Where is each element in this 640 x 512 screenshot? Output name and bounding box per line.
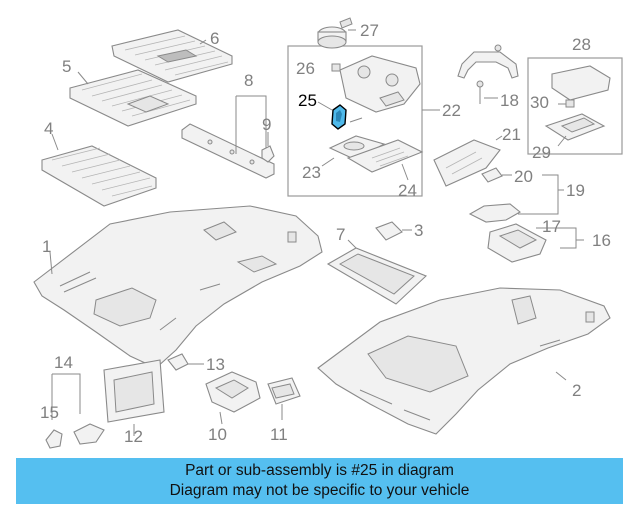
part-28-lamp [551,65,611,101]
part-21-bracket [433,139,501,187]
banner-line-1: Part or sub-assembly is #25 in diagram [185,462,454,479]
part-24-lens [346,139,424,173]
label-3: 3 [414,221,423,240]
label-21: 21 [502,125,521,144]
part-27-lamp [317,17,353,49]
label-10: 10 [208,425,227,444]
part-29-lens [544,113,606,141]
label-12: 12 [124,427,143,446]
label-13: 13 [206,355,225,374]
part-10-holder [205,371,261,413]
part-25-highlighted [331,104,347,130]
part-15-holder [45,429,63,449]
banner-line-2: Diagram may not be specific to your vehi… [169,482,470,499]
part-22-console [339,55,421,113]
part-23-lens [328,135,386,161]
part-13-clip [167,353,189,371]
label-20: 20 [514,167,533,186]
label-24: 24 [398,181,417,200]
label-2: 2 [572,381,581,400]
group-box-22 [287,45,423,197]
label-9: 9 [262,115,271,134]
label-27: 27 [360,21,379,40]
label-8: 8 [244,71,253,90]
part-7-frame [326,247,428,305]
label-15: 15 [40,403,59,422]
part-19-wire [468,203,521,223]
label-18: 18 [500,91,519,110]
label-5: 5 [62,57,71,76]
label-16: 16 [592,231,611,250]
part-5-pad [69,69,197,127]
group-box-28 [527,57,623,155]
part-26-bulb [331,63,341,72]
label-25: 25 [298,91,317,110]
label-30: 30 [530,93,549,112]
label-6: 6 [210,29,219,48]
part-1-headliner [33,205,323,369]
info-banner: Part or sub-assembly is #25 in diagram D… [16,458,623,504]
part-4-pad [41,145,157,207]
label-29: 29 [532,143,551,162]
label-1: 1 [42,237,51,256]
label-26: 26 [296,59,315,78]
label-17: 17 [542,217,561,236]
part-2-headliner [317,287,611,435]
part-14-holder [73,423,105,445]
part-18-grab-handle [457,44,519,104]
label-22: 22 [442,101,461,120]
part-20-clip [481,167,503,183]
part-8-rail [181,123,275,179]
label-23: 23 [302,163,321,182]
part-3-clip [375,221,403,241]
part-30-bulb [565,99,575,108]
label-11: 11 [270,425,288,444]
label-4: 4 [44,119,53,138]
part-9-clip [261,145,275,163]
label-14: 14 [54,353,73,372]
label-19: 19 [566,181,585,200]
label-28: 28 [572,35,591,54]
label-7: 7 [336,225,345,244]
part-11-cover [267,377,301,405]
part-16-lamp [487,223,547,263]
part-12-sun-visor [103,359,165,423]
